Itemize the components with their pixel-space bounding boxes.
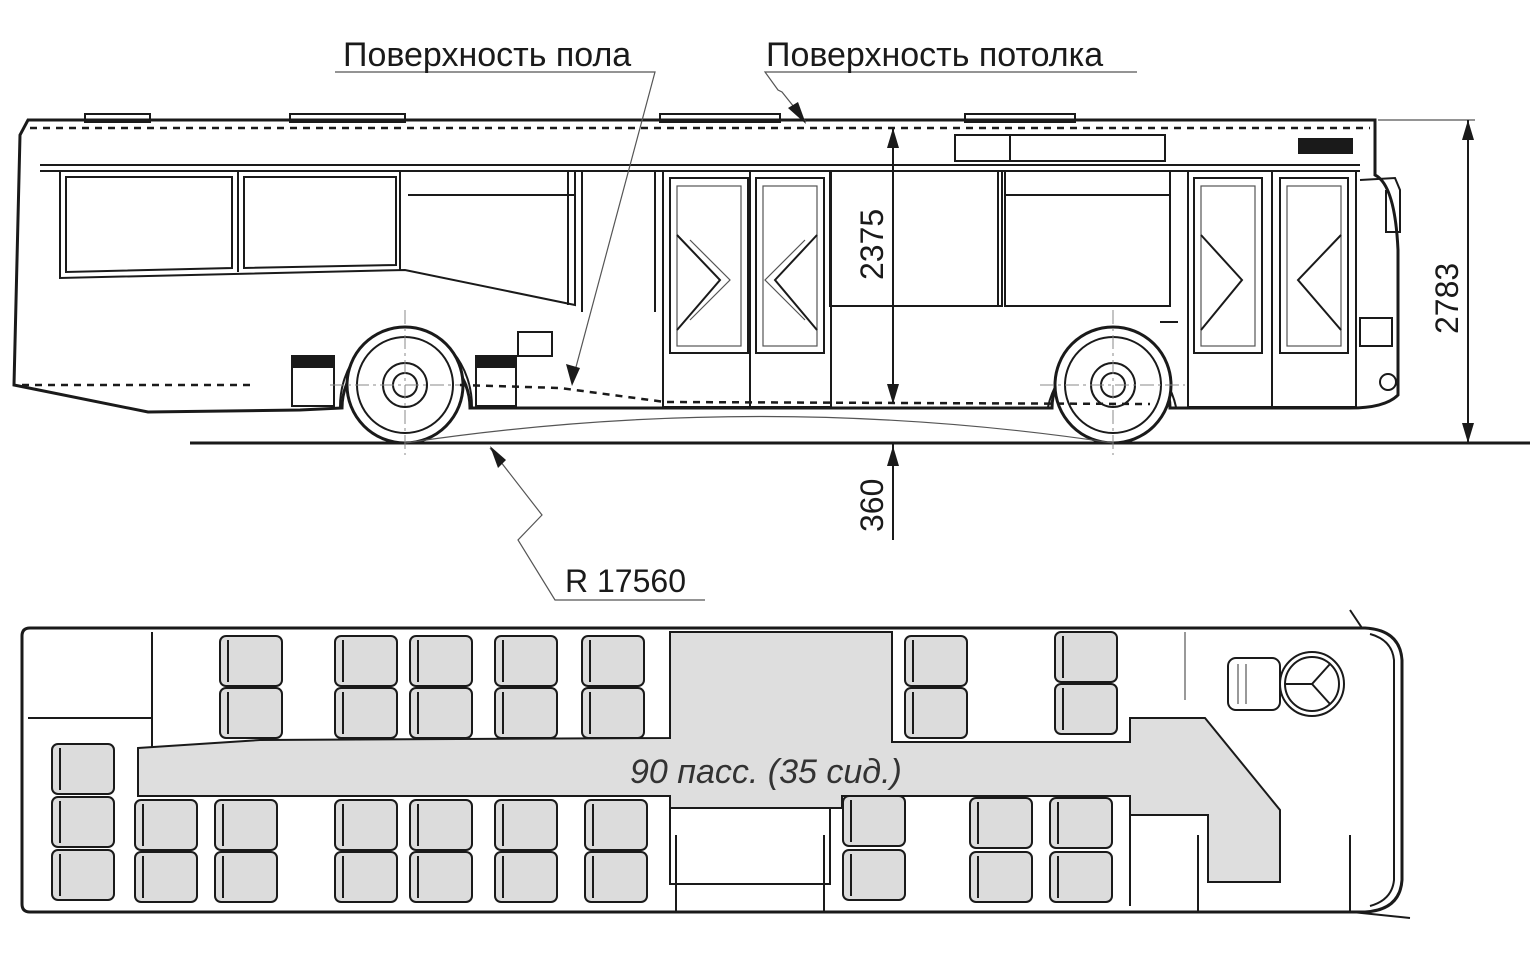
seat <box>214 799 278 851</box>
roof-box <box>954 134 1166 162</box>
seat <box>51 743 115 795</box>
seat <box>219 635 283 687</box>
rear-details <box>291 331 553 407</box>
seat <box>334 635 398 687</box>
seat <box>409 635 473 687</box>
dim-label-360: 360 <box>854 479 890 532</box>
radius-leader <box>489 447 705 601</box>
steering-wheel-icon <box>1279 651 1345 717</box>
ceiling-leader <box>763 71 1137 123</box>
seat <box>409 687 473 739</box>
dim-label-2783: 2783 <box>1429 263 1465 334</box>
seat <box>584 851 648 903</box>
seat <box>134 799 198 851</box>
middle-door <box>662 170 832 408</box>
capacity-label: 90 пасс. (35 сид.) <box>630 753 902 791</box>
seat <box>969 797 1033 849</box>
seat <box>581 635 645 687</box>
seat <box>334 687 398 739</box>
floor-leader <box>335 71 656 383</box>
dim-label-2375: 2375 <box>854 209 890 280</box>
seat <box>494 687 558 739</box>
radius-arc <box>404 415 1114 444</box>
front-details <box>1160 176 1401 391</box>
side-windows <box>59 170 1171 312</box>
label-floor: Поверхность пола <box>343 36 631 74</box>
seat <box>409 851 473 903</box>
seat <box>494 851 558 903</box>
seat <box>1049 797 1113 849</box>
seat <box>219 687 283 739</box>
route-display <box>1298 138 1353 154</box>
driver-area <box>1184 632 1345 717</box>
seat <box>1049 851 1113 903</box>
seat <box>334 851 398 903</box>
seat <box>214 851 278 903</box>
side-view: Поверхность пола Поверхность потолка 237… <box>12 36 1530 601</box>
seat <box>494 635 558 687</box>
seat <box>581 687 645 739</box>
seat <box>584 799 648 851</box>
seat <box>51 849 115 901</box>
seat <box>904 687 968 739</box>
seat <box>1054 683 1118 735</box>
seat <box>904 635 968 687</box>
seat <box>969 851 1033 903</box>
front-door <box>1187 170 1357 408</box>
seat <box>842 795 906 847</box>
seat <box>51 796 115 848</box>
dim-label-radius: R 17560 <box>565 563 686 599</box>
plan-body-outline <box>20 626 1404 914</box>
seat <box>134 851 198 903</box>
roof-units <box>84 113 1076 123</box>
seat <box>334 799 398 851</box>
seats <box>51 631 1118 903</box>
floor-dashed-line <box>22 383 1151 406</box>
seat <box>494 799 558 851</box>
seat <box>842 849 906 901</box>
seat <box>1054 631 1118 683</box>
seat <box>409 799 473 851</box>
plan-view: 90 пасс. (35 сид.) <box>20 609 1411 919</box>
label-ceiling: Поверхность потолка <box>766 36 1103 74</box>
